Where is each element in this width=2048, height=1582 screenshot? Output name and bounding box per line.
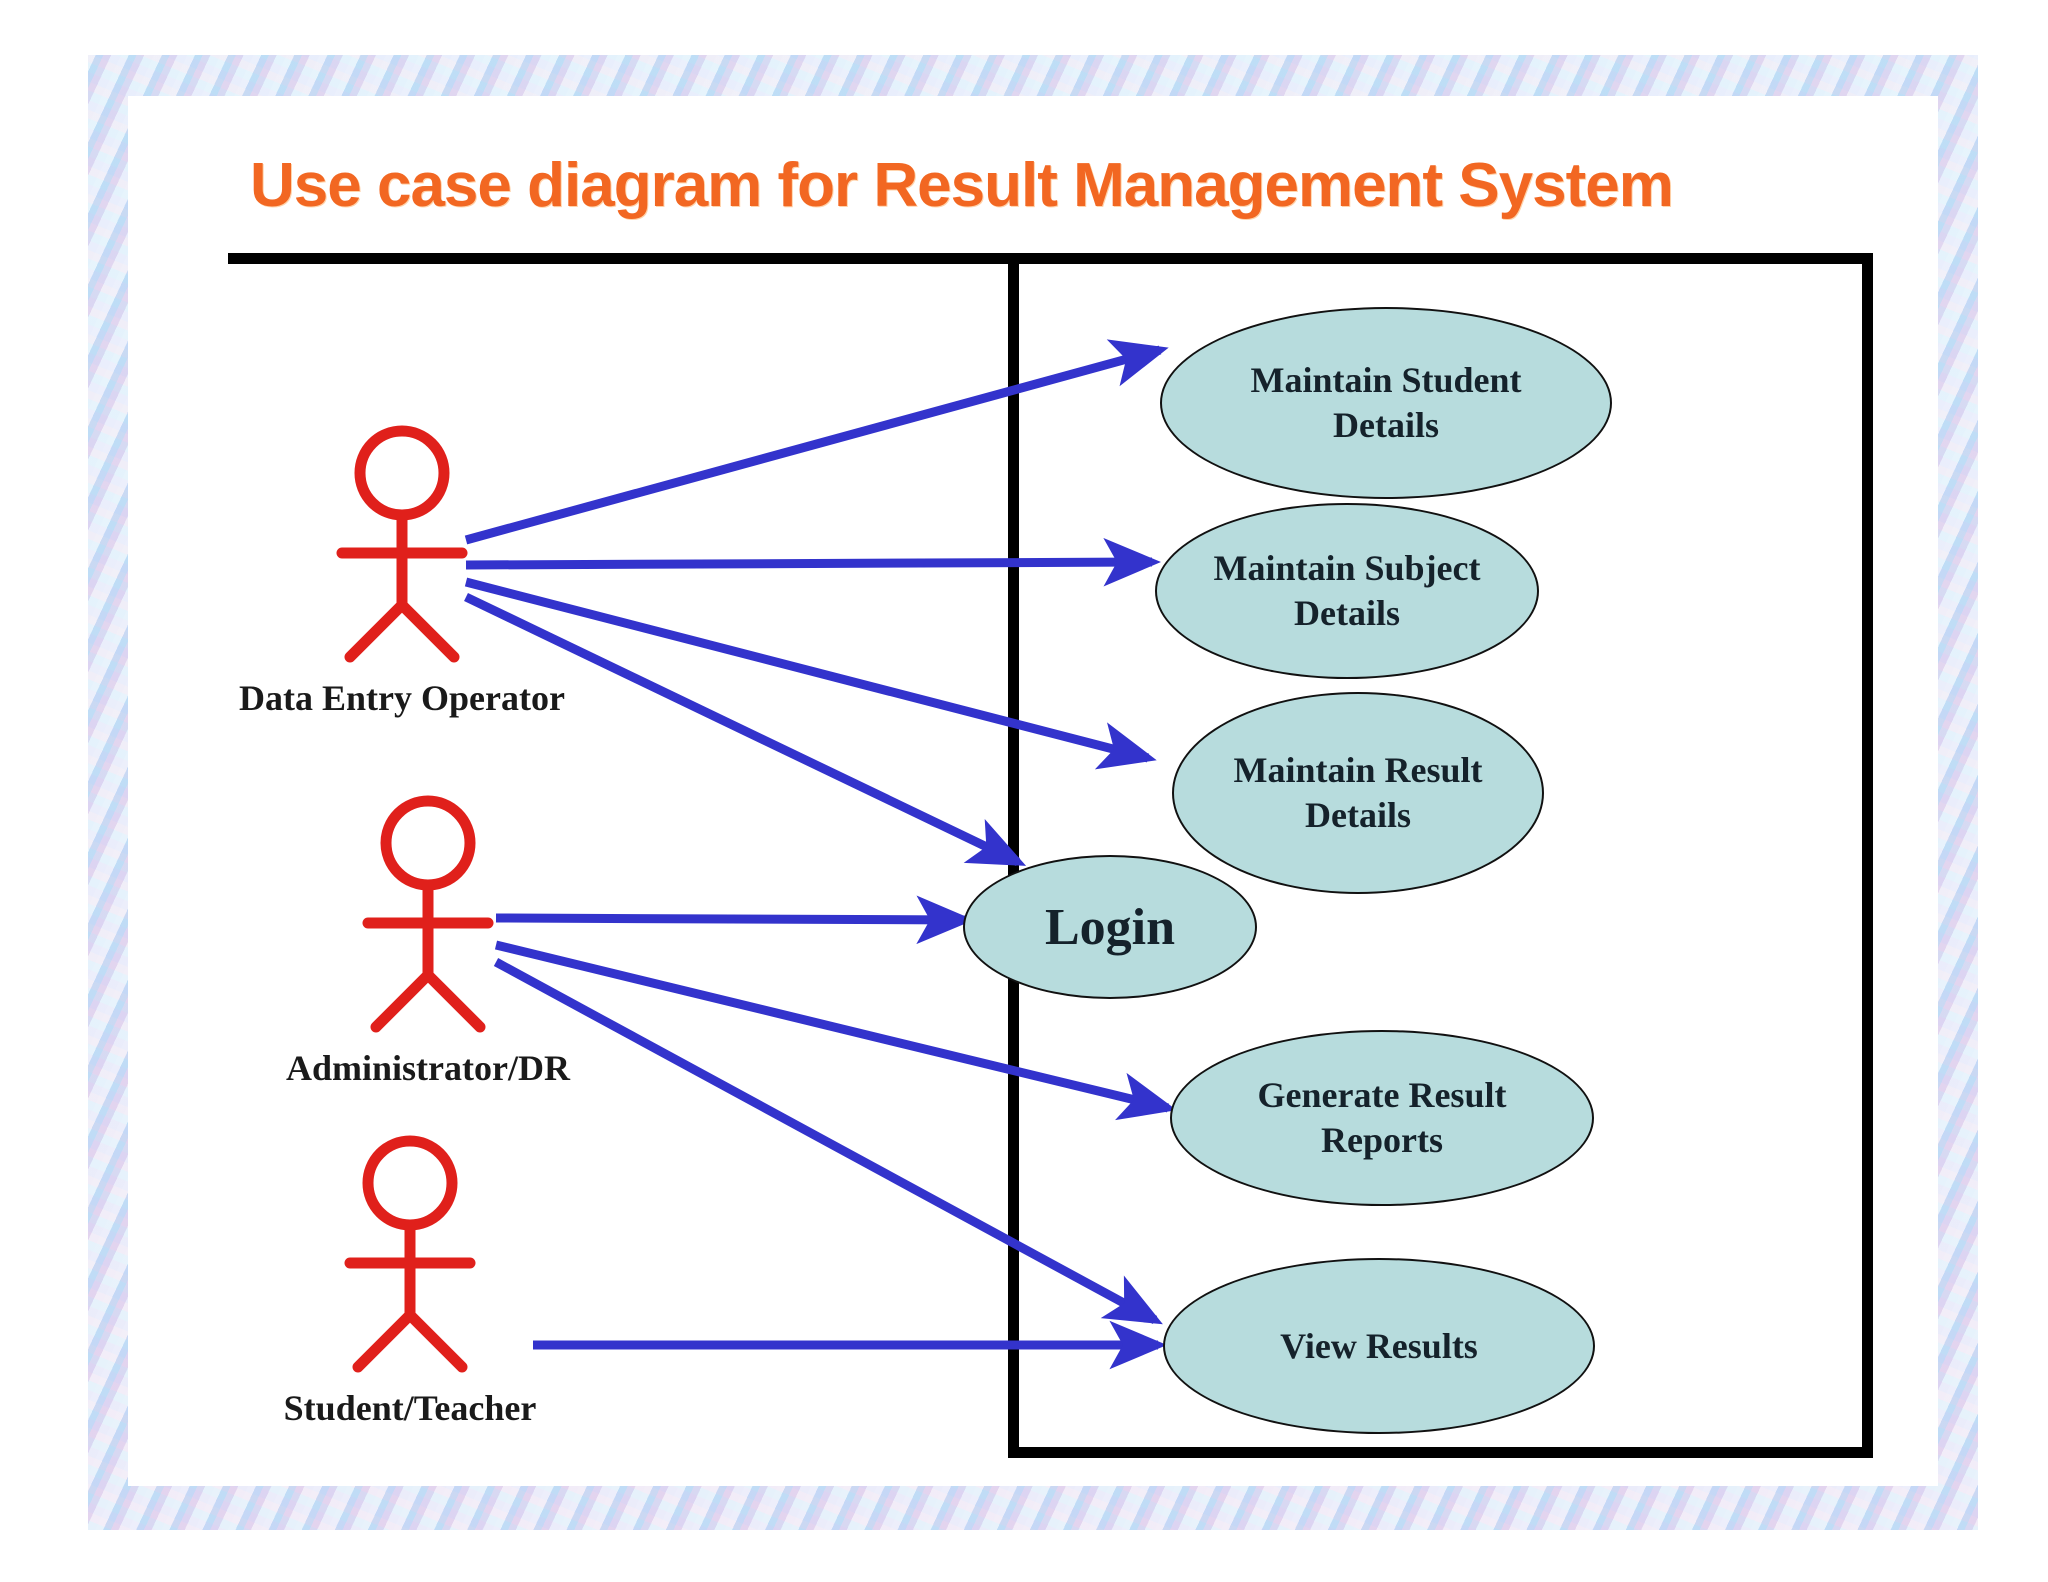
- boundary-right-edge: [1862, 253, 1873, 1458]
- actor-data-entry-operator[interactable]: Data Entry Operator: [239, 425, 565, 718]
- actor-stick-figure-icon: [336, 425, 468, 663]
- usecase-maintain-subject-details[interactable]: Maintain Subject Details: [1155, 503, 1539, 679]
- actor-administrator-dr[interactable]: Administrator/DR: [286, 795, 570, 1088]
- usecase-generate-result-reports[interactable]: Generate Result Reports: [1170, 1030, 1594, 1206]
- boundary-top-edge: [228, 253, 1873, 264]
- usecase-label-line1: View Results: [1280, 1325, 1478, 1366]
- usecase-view-results[interactable]: View Results: [1163, 1258, 1595, 1434]
- usecase-maintain-student-details[interactable]: Maintain Student Details: [1160, 307, 1612, 499]
- usecase-label-line2: Details: [1305, 795, 1411, 835]
- usecase-label-line1: Login: [1044, 898, 1176, 956]
- usecase-label-line2: Reports: [1321, 1120, 1443, 1160]
- actor-label: Data Entry Operator: [239, 678, 565, 718]
- boundary-bottom-edge: [1008, 1447, 1873, 1458]
- usecase-label-line1: Maintain Student: [1250, 360, 1522, 400]
- actor-label: Student/Teacher: [283, 1388, 537, 1428]
- usecase-label-line1: Maintain Result: [1233, 750, 1483, 790]
- usecase-maintain-result-details[interactable]: Maintain Result Details: [1172, 692, 1544, 894]
- actor-stick-figure-icon: [344, 1135, 476, 1373]
- boundary-divider-line: [1008, 253, 1019, 1458]
- actor-stick-figure-icon: [362, 795, 494, 1033]
- usecase-label-line1: Maintain Subject: [1213, 548, 1481, 588]
- usecase-login[interactable]: Login: [963, 855, 1257, 999]
- actor-label: Administrator/DR: [286, 1048, 570, 1088]
- page-title: Use case diagram for Result Management S…: [250, 151, 1674, 220]
- usecase-label-line1: Generate Result: [1257, 1075, 1507, 1115]
- usecase-label-line2: Details: [1333, 405, 1439, 445]
- usecase-label-line2: Details: [1294, 593, 1400, 633]
- actor-student-teacher[interactable]: Student/Teacher: [284, 1135, 536, 1428]
